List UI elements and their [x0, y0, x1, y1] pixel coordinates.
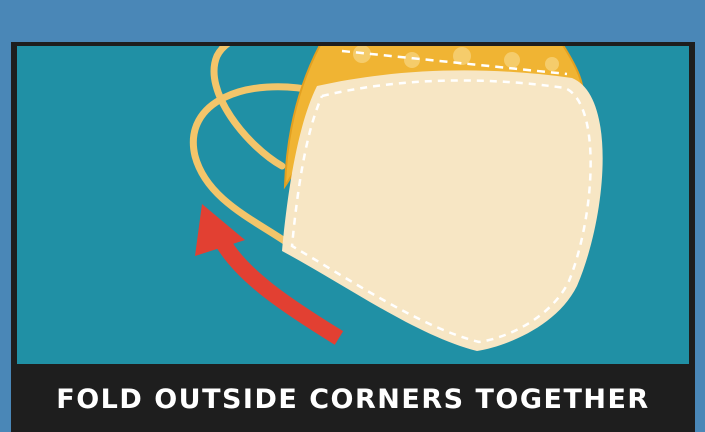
instruction-caption: FOLD OUTSIDE CORNERS TOGETHER [56, 384, 649, 415]
folded-mask-illustration [17, 46, 689, 364]
caption-bar: FOLD OUTSIDE CORNERS TOGETHER [11, 366, 695, 432]
mask-inner-body [282, 70, 603, 351]
illustration-panel [17, 46, 689, 364]
